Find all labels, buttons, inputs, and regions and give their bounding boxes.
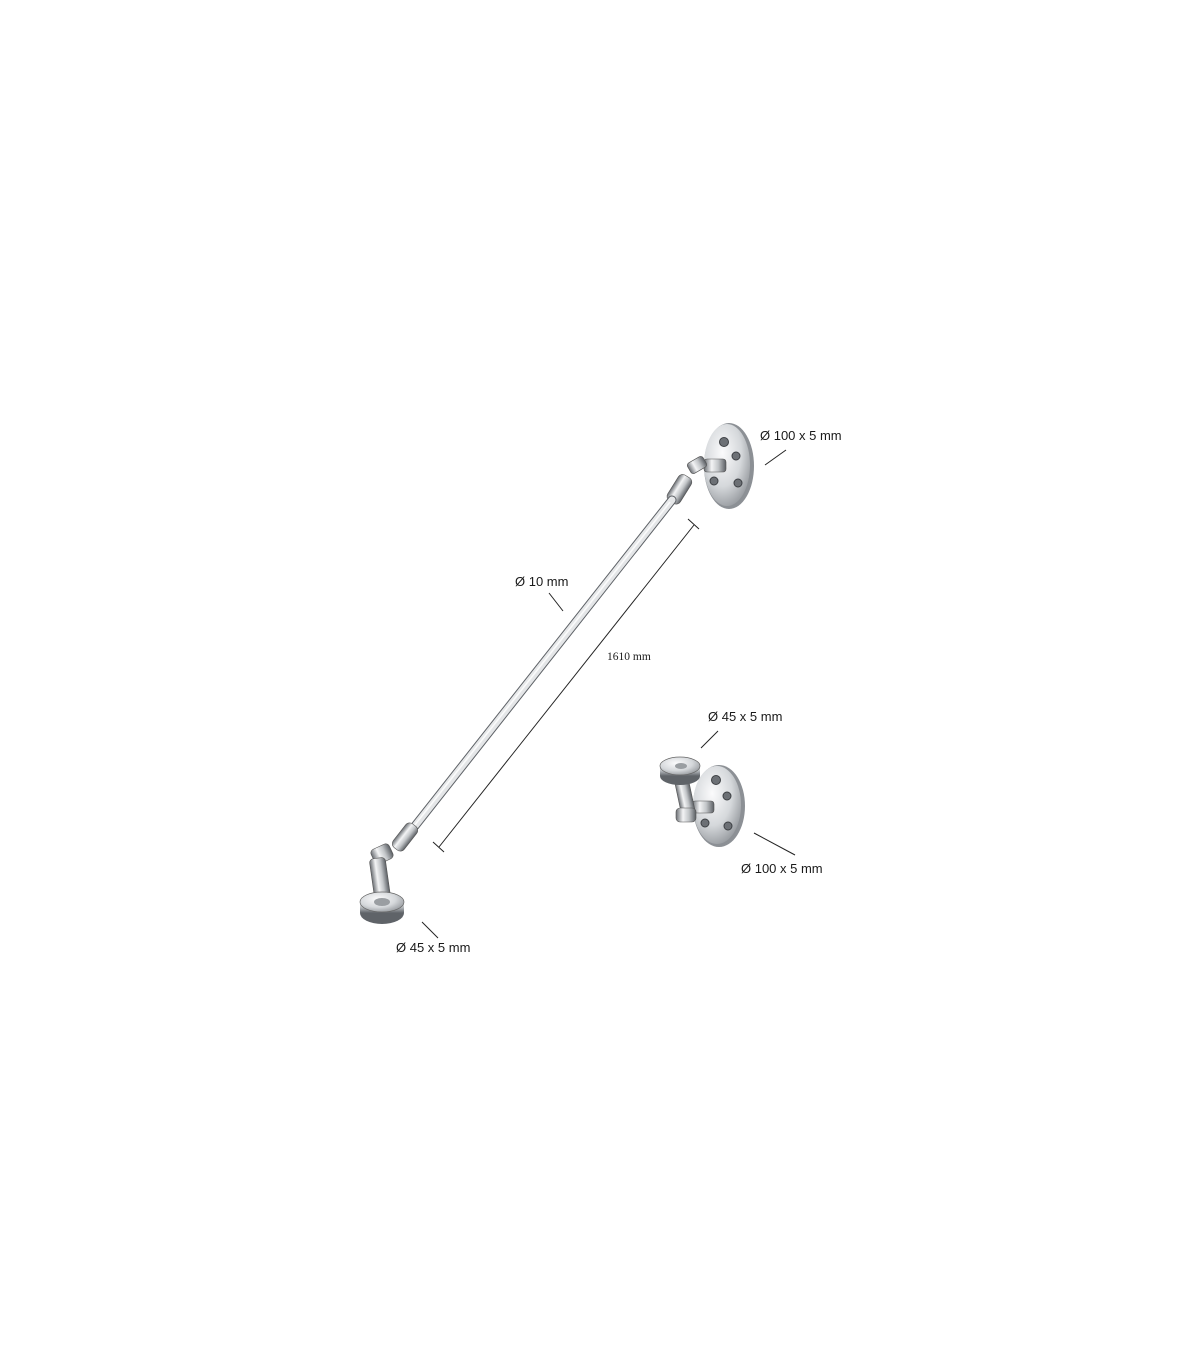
plate-screw-hole [709,476,719,486]
top-plate-leader [764,449,787,466]
detail-disc-label: Ø 45 x 5 mm [708,709,782,724]
detail-glass-disc [659,756,701,785]
plate-screw-hole [722,791,732,801]
bottom-disc-label: Ø 45 x 5 mm [396,940,470,955]
support-rod [410,495,677,831]
plate-screw-hole [733,478,743,488]
detail-plate-label: Ø 100 x 5 mm [741,861,823,876]
bottom-swivel-joint [369,822,419,901]
detail-wall-plate [691,765,745,847]
bottom-glass-disc [359,891,405,924]
detail-disc-leader [700,730,719,749]
detail-plate-leader [753,832,796,856]
plate-screw-hole [731,451,741,461]
length-dimension-line [432,518,700,853]
top-wall-plate [703,423,754,509]
plate-screw-hole [700,818,710,828]
plate-screw-hole [711,775,721,785]
top-plate-label: Ø 100 x 5 mm [760,428,842,443]
detail-assembly: Ø 45 x 5 mm Ø 100 x 5 mm [659,709,823,876]
plate-screw-hole [719,437,729,447]
rod-diameter-label: Ø 10 mm [515,574,568,589]
main-assembly: Ø 100 x 5 mm Ø 10 mm 1610 mm Ø 45 x 5 mm [359,423,842,955]
plate-screw-hole [723,821,733,831]
bottom-disc-leader [421,921,439,939]
length-label: 1610 mm [607,651,651,663]
rod-leader [548,592,564,612]
